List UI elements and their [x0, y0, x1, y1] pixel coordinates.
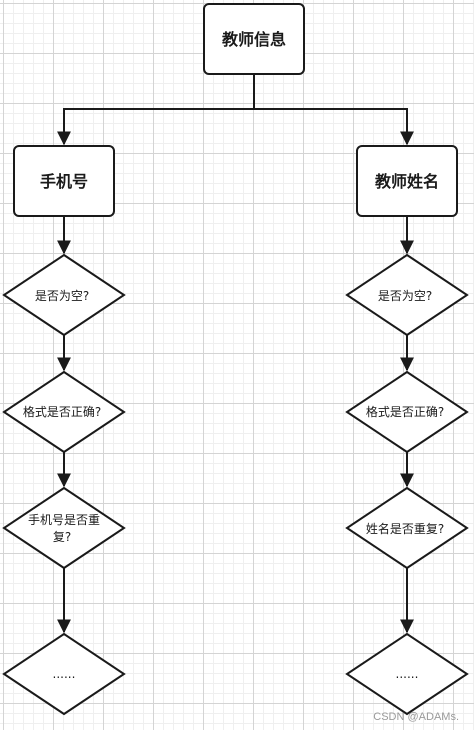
left-check-1[interactable]: 是否为空? [2, 253, 126, 337]
decision-diamond [2, 370, 126, 454]
decision-diamond [345, 632, 469, 716]
decision-label: 格式是否正确? [23, 404, 101, 419]
decision-label-line-2: 复? [53, 530, 71, 544]
right-check-4[interactable]: ...... [345, 632, 469, 716]
right-branch-node[interactable]: 教师姓名 [356, 145, 458, 217]
decision-diamond [2, 253, 126, 337]
connectors [57, 74, 414, 634]
left-check-4[interactable]: ...... [2, 632, 126, 716]
right-check-2[interactable]: 格式是否正确? [345, 370, 469, 454]
decision-label-line-1: 手机号是否重 [28, 513, 100, 527]
left-check-3[interactable]: 手机号是否重 复? [2, 486, 126, 570]
left-branch-label: 手机号 [40, 172, 88, 191]
watermark-text: CSDN @ADAMs. [373, 711, 459, 723]
edge-root-right [254, 108, 414, 146]
right-check-1[interactable]: 是否为空? [345, 253, 469, 337]
decision-label: ...... [396, 667, 419, 681]
decision-diamond [2, 486, 126, 570]
left-branch-node[interactable]: 手机号 [13, 145, 115, 217]
decision-diamond [345, 486, 469, 570]
decision-diamond [345, 370, 469, 454]
left-check-2[interactable]: 格式是否正确? [2, 370, 126, 454]
edge-root-split [57, 74, 255, 146]
right-check-3[interactable]: 姓名是否重复? [345, 486, 469, 570]
root-box [203, 3, 305, 75]
right-branch-box [356, 145, 458, 217]
decision-label: 是否为空? [378, 289, 432, 303]
decision-label: 姓名是否重复? [366, 521, 444, 536]
left-branch-box [13, 145, 115, 217]
decision-label: 格式是否正确? [366, 404, 444, 419]
decision-label: 是否为空? [35, 289, 89, 303]
decision-diamond [345, 253, 469, 337]
decision-label: ...... [53, 667, 76, 681]
root-label: 教师信息 [222, 30, 286, 49]
right-branch-label: 教师姓名 [375, 172, 439, 191]
decision-diamond [2, 632, 126, 716]
root-node[interactable]: 教师信息 [203, 3, 305, 75]
